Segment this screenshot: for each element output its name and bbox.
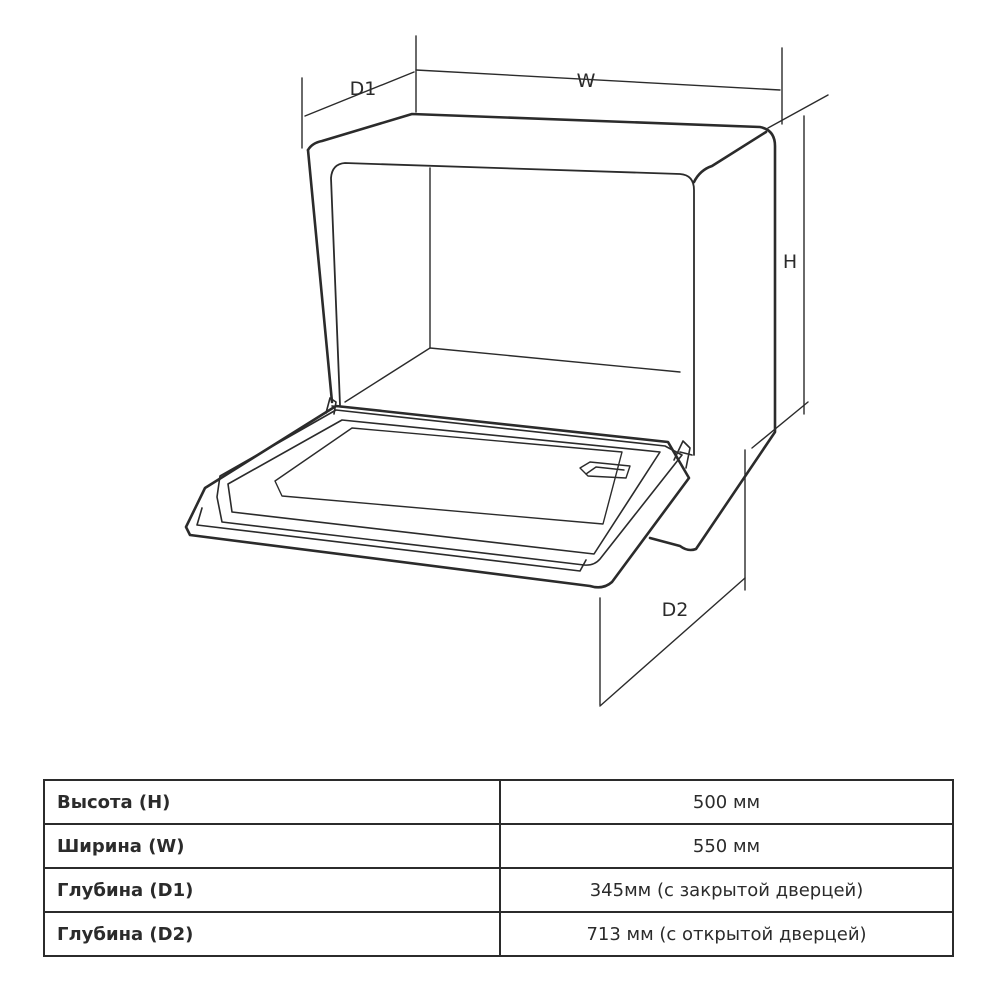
detergent-dispenser — [579, 461, 631, 479]
label-h: H — [783, 251, 797, 273]
cabinet-body — [306, 112, 777, 552]
dishwasher-dimension-diagram: D1 W H D2 — [184, 35, 829, 707]
label-w: W — [577, 70, 596, 92]
spec-label-width: Ширина (W) — [43, 823, 501, 869]
spec-label-height: Высота (H) — [43, 779, 501, 825]
open-door — [184, 397, 693, 589]
label-d2: D2 — [662, 599, 689, 621]
inner-tub — [344, 167, 681, 403]
door-hinge-left — [325, 397, 343, 415]
door-hinge-right — [673, 440, 693, 469]
cabinet-opening — [330, 162, 695, 456]
table-row: Глубина (D2) 713 мм (с открытой дверцей) — [43, 911, 954, 957]
extension-lines — [301, 35, 829, 706]
dimensions-table: Высота (H) 500 мм Ширина (W) 550 мм Глуб… — [43, 779, 954, 957]
spec-value-width: 550 мм — [499, 823, 954, 869]
table-row: Глубина (D1) 345мм (с закрытой дверцей) — [43, 867, 954, 913]
spec-label-depth-d2: Глубина (D2) — [43, 911, 501, 957]
spec-value-depth-d2: 713 мм (с открытой дверцей) — [499, 911, 954, 957]
label-d1: D1 — [350, 78, 377, 100]
spec-value-height: 500 мм — [499, 779, 954, 825]
spec-label-depth-d1: Глубина (D1) — [43, 867, 501, 913]
table-row: Высота (H) 500 мм — [43, 779, 954, 825]
table-row: Ширина (W) 550 мм — [43, 823, 954, 869]
spec-value-depth-d1: 345мм (с закрытой дверцей) — [499, 867, 954, 913]
dimension-lines — [304, 69, 805, 707]
